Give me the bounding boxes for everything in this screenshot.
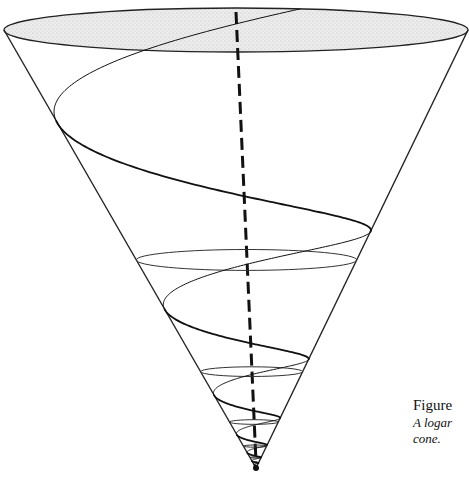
caption-text: Figure <box>413 398 452 413</box>
spiral-curve <box>252 458 261 461</box>
spiral-curve <box>254 464 256 467</box>
spiral-curve <box>163 232 370 308</box>
spiral-curve <box>214 395 280 419</box>
spiral-curve <box>254 463 258 465</box>
spiral-curve <box>164 309 308 360</box>
spiral-curve <box>247 445 267 452</box>
spiral-curve <box>54 9 300 121</box>
section-ellipse <box>230 420 279 425</box>
log-spiral <box>54 9 371 466</box>
cone-apex <box>253 465 259 471</box>
spiral-curve <box>213 360 308 395</box>
caption-text: A logar <box>413 416 452 429</box>
caption-text: cone. <box>413 432 441 445</box>
spiral-curve <box>247 453 261 458</box>
spiral-curve <box>237 435 267 446</box>
section-ellipse <box>136 250 356 271</box>
spiral-curve <box>236 418 279 434</box>
cone-axis <box>236 12 256 462</box>
cone-side <box>256 30 468 468</box>
cone-side <box>4 30 256 468</box>
spiral-curve <box>56 120 371 232</box>
spiral-curve <box>252 461 258 463</box>
